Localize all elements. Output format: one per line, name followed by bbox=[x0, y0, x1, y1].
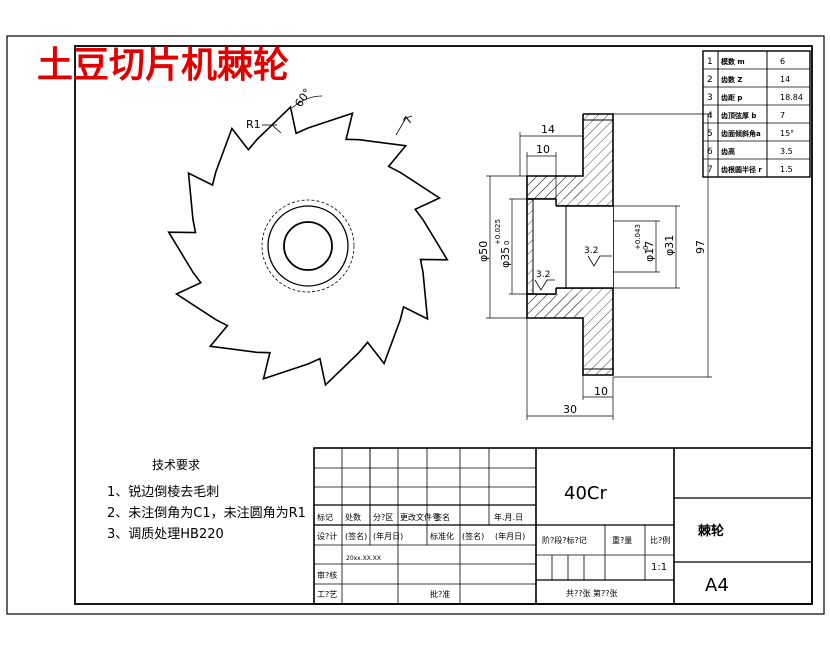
drawing-title: 土豆切片机棘轮 bbox=[37, 44, 289, 86]
design-label: 设?计 bbox=[317, 531, 337, 541]
approve-label: 批?准 bbox=[430, 589, 450, 599]
row-label-1: 处数 bbox=[345, 512, 361, 522]
ratchet-outline bbox=[167, 105, 449, 387]
param-row-2-value: 14 bbox=[780, 75, 790, 84]
dim-phi35-tol: +0.025 bbox=[494, 219, 502, 245]
tech-req-item-1: 1、锐边倒棱去毛刺 bbox=[107, 484, 219, 500]
ratchet-section-view: 14 10 φ50 φ35 +0.025 0 φ17 +0.043 0 φ31 … bbox=[477, 113, 712, 420]
radius-label: R1 bbox=[246, 118, 261, 131]
ratchet-front-view: R1 60° 7 bbox=[167, 86, 449, 387]
row-label-5: 年.月.日 bbox=[494, 512, 523, 522]
row-label-4: 签名 bbox=[434, 512, 450, 522]
scale-value: 1:1 bbox=[651, 562, 667, 573]
param-row-6-name: 齿高 bbox=[721, 147, 735, 156]
tooth-label: 7 bbox=[401, 114, 416, 127]
chamfer-circle bbox=[261, 199, 355, 293]
weight-label: 重?量 bbox=[612, 535, 632, 545]
standard-sign: (签名) bbox=[462, 531, 484, 541]
param-row-2-no: 2 bbox=[707, 75, 713, 85]
param-row-6-no: 6 bbox=[707, 147, 713, 157]
tech-req-item-2: 2、未注倒角为C1，未注圆角为R1 bbox=[107, 506, 306, 521]
dim-phi17-tol2: 0 bbox=[642, 246, 650, 250]
roughness-b: 3.2 bbox=[536, 270, 550, 280]
dim-10-bottom: 10 bbox=[594, 385, 608, 398]
param-row-4-value: 7 bbox=[780, 111, 785, 120]
param-row-5-value: 15° bbox=[780, 129, 794, 138]
param-row-1-no: 1 bbox=[707, 57, 713, 67]
material-label: 40Cr bbox=[564, 483, 607, 504]
param-row-3-no: 3 bbox=[707, 93, 713, 103]
parameter-table: 1 模数 m 6 2 齿数 Z 14 3 齿距 p 18.84 4 齿顶弦厚 b 7 5 齿面倾斜角a 15… bbox=[702, 50, 811, 178]
row-label-3: 更改文件号 bbox=[400, 512, 440, 522]
tech-req-title: 技术要求 bbox=[152, 458, 200, 472]
param-row-5-no: 5 bbox=[707, 129, 713, 139]
process-label: 工?艺 bbox=[317, 590, 337, 599]
dim-phi35: φ35 bbox=[499, 247, 512, 268]
design-date-small: 20xx.XX.XX bbox=[346, 555, 381, 562]
design-date: (年月日) bbox=[373, 531, 403, 541]
param-row-7-name: 齿根圆半径 r bbox=[721, 165, 762, 174]
row-label-2: 分?区 bbox=[373, 513, 393, 522]
sheet-size: A4 bbox=[705, 575, 729, 596]
standard-label: 标准化 bbox=[430, 531, 454, 541]
tech-req-item-3: 3、调质处理HB220 bbox=[107, 527, 224, 542]
dim-phi17-tol: +0.043 bbox=[634, 224, 642, 250]
bore-circle bbox=[283, 221, 333, 271]
technical-requirements: 技术要求 1、锐边倒棱去毛刺 2、未注倒角为C1，未注圆角为R1 3、调质处理H… bbox=[107, 458, 306, 542]
dim-10-top: 10 bbox=[536, 143, 550, 156]
sheet-count: 共??张 第??张 bbox=[566, 588, 618, 598]
standard-date: (年月日) bbox=[495, 531, 525, 541]
dim-30: 30 bbox=[563, 403, 577, 416]
dim-97: 97 bbox=[694, 240, 707, 254]
stage-mark-label: 阶?段?标?记 bbox=[542, 535, 587, 545]
review-label: 审?核 bbox=[317, 570, 337, 580]
dim-phi35-tol2: 0 bbox=[503, 241, 511, 245]
outer-border bbox=[6, 35, 825, 615]
param-row-6-value: 3.5 bbox=[780, 147, 793, 156]
title-block bbox=[313, 447, 813, 605]
param-row-2-name: 齿数 Z bbox=[721, 75, 743, 84]
param-row-5-name: 齿面倾斜角a bbox=[721, 129, 761, 138]
param-row-3-value: 18.84 bbox=[780, 93, 803, 102]
param-row-1-value: 6 bbox=[780, 57, 785, 66]
dim-phi17: φ17 bbox=[643, 241, 656, 262]
design-sign: (签名) bbox=[345, 531, 367, 541]
param-row-7-no: 7 bbox=[707, 165, 713, 175]
dim-phi50: φ50 bbox=[477, 241, 490, 262]
param-row-1-name: 模数 m bbox=[721, 57, 745, 66]
scale-label: 比?例 bbox=[650, 535, 670, 545]
param-row-3-name: 齿距 p bbox=[721, 93, 742, 102]
title-block-text: 40Cr 棘轮 A4 1:1 标记 处数 分?区 更改文件号 签名 年.月.日 … bbox=[317, 483, 729, 599]
hub-circle bbox=[267, 205, 349, 287]
param-row-4-no: 4 bbox=[707, 111, 713, 121]
dim-14: 14 bbox=[541, 123, 555, 136]
part-name: 棘轮 bbox=[698, 523, 724, 539]
roughness-a: 3.2 bbox=[584, 246, 598, 256]
param-row-7-value: 1.5 bbox=[780, 165, 793, 174]
dim-phi31: φ31 bbox=[663, 235, 676, 256]
angle-label: 60° bbox=[292, 86, 314, 109]
row-label-0: 标记 bbox=[317, 512, 333, 522]
param-row-4-name: 齿顶弦厚 b bbox=[721, 111, 756, 120]
